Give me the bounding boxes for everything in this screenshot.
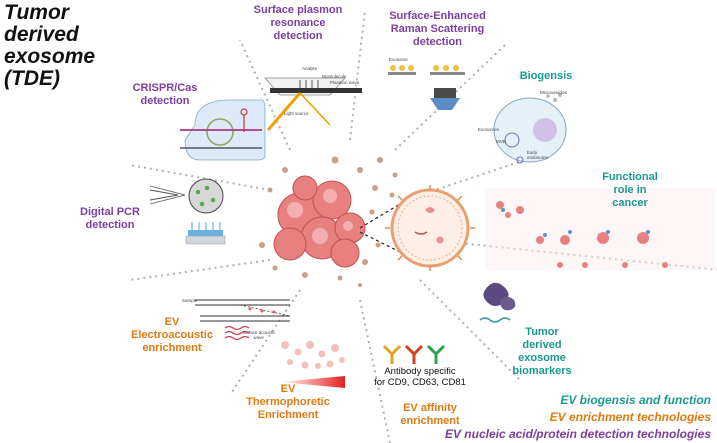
crispr-illustration	[180, 99, 266, 161]
ev-electroacoustic-label: EV Electroacoustic enrichment	[131, 316, 213, 354]
spr-label: Surface plasmon resonance detection	[253, 4, 343, 42]
sample-label: Sample	[182, 298, 198, 303]
mvb-label: MVB	[496, 139, 506, 144]
exosomes-label: Exosomes	[478, 127, 500, 132]
legend-biogenesis: EV biogensis and function	[560, 393, 711, 407]
page-title: Tumor derived exosome (TDE)	[4, 1, 96, 90]
thermophoretic-illustration	[280, 341, 345, 388]
antibody-label: Antibody specific for CD9, CD63, CD81	[374, 366, 466, 388]
exosome-small-label: Exosome	[389, 57, 408, 62]
dpcr-label: Digital PCR detection	[80, 206, 140, 231]
saw-label: Surface acoustic wave	[242, 330, 276, 340]
electroacoustic-illustration	[195, 299, 291, 341]
biomarker-illustration	[479, 282, 516, 323]
functional-role-label: Functional role in cancer	[602, 171, 658, 209]
legend-enrichment: EV enrichment technologies	[549, 410, 711, 424]
dpcr-illustration	[149, 178, 226, 245]
plasmon-wave-label: Plasmon wave	[330, 80, 360, 85]
biogenesis-cell	[493, 93, 567, 164]
sers-label: Surface-Enhanced Raman Scattering detect…	[389, 10, 486, 48]
biomolecule-label: Biomolecule	[322, 74, 347, 79]
microvesicles-label: Microvesicles	[540, 90, 568, 95]
biogenesis-label: Biogensis	[519, 70, 573, 82]
tumor-mass	[273, 175, 366, 268]
sers-illustration	[388, 65, 465, 110]
light-source-label: Light source	[284, 111, 309, 116]
ev-affinity-label: EV affinity enrichment	[400, 402, 460, 427]
antibody-illustration	[382, 344, 446, 364]
crispr-label: CRISPR/Cas detection	[132, 82, 198, 107]
functional-illustration	[485, 188, 715, 270]
tde-biomarkers-label: Tumor derived exosome biomarkers	[512, 326, 572, 377]
early-endosome-label: Early endosome	[527, 150, 549, 160]
analyte-label: Analyte	[302, 66, 318, 71]
ev-thermophoretic-label: EV Thermophoretic Enrichment	[246, 383, 330, 421]
exosome-zoom	[385, 185, 475, 271]
legend-detection: EV nucleic acid/protein detection techno…	[444, 427, 711, 441]
spr-illustration	[264, 77, 362, 131]
exosome-dots	[259, 156, 398, 287]
